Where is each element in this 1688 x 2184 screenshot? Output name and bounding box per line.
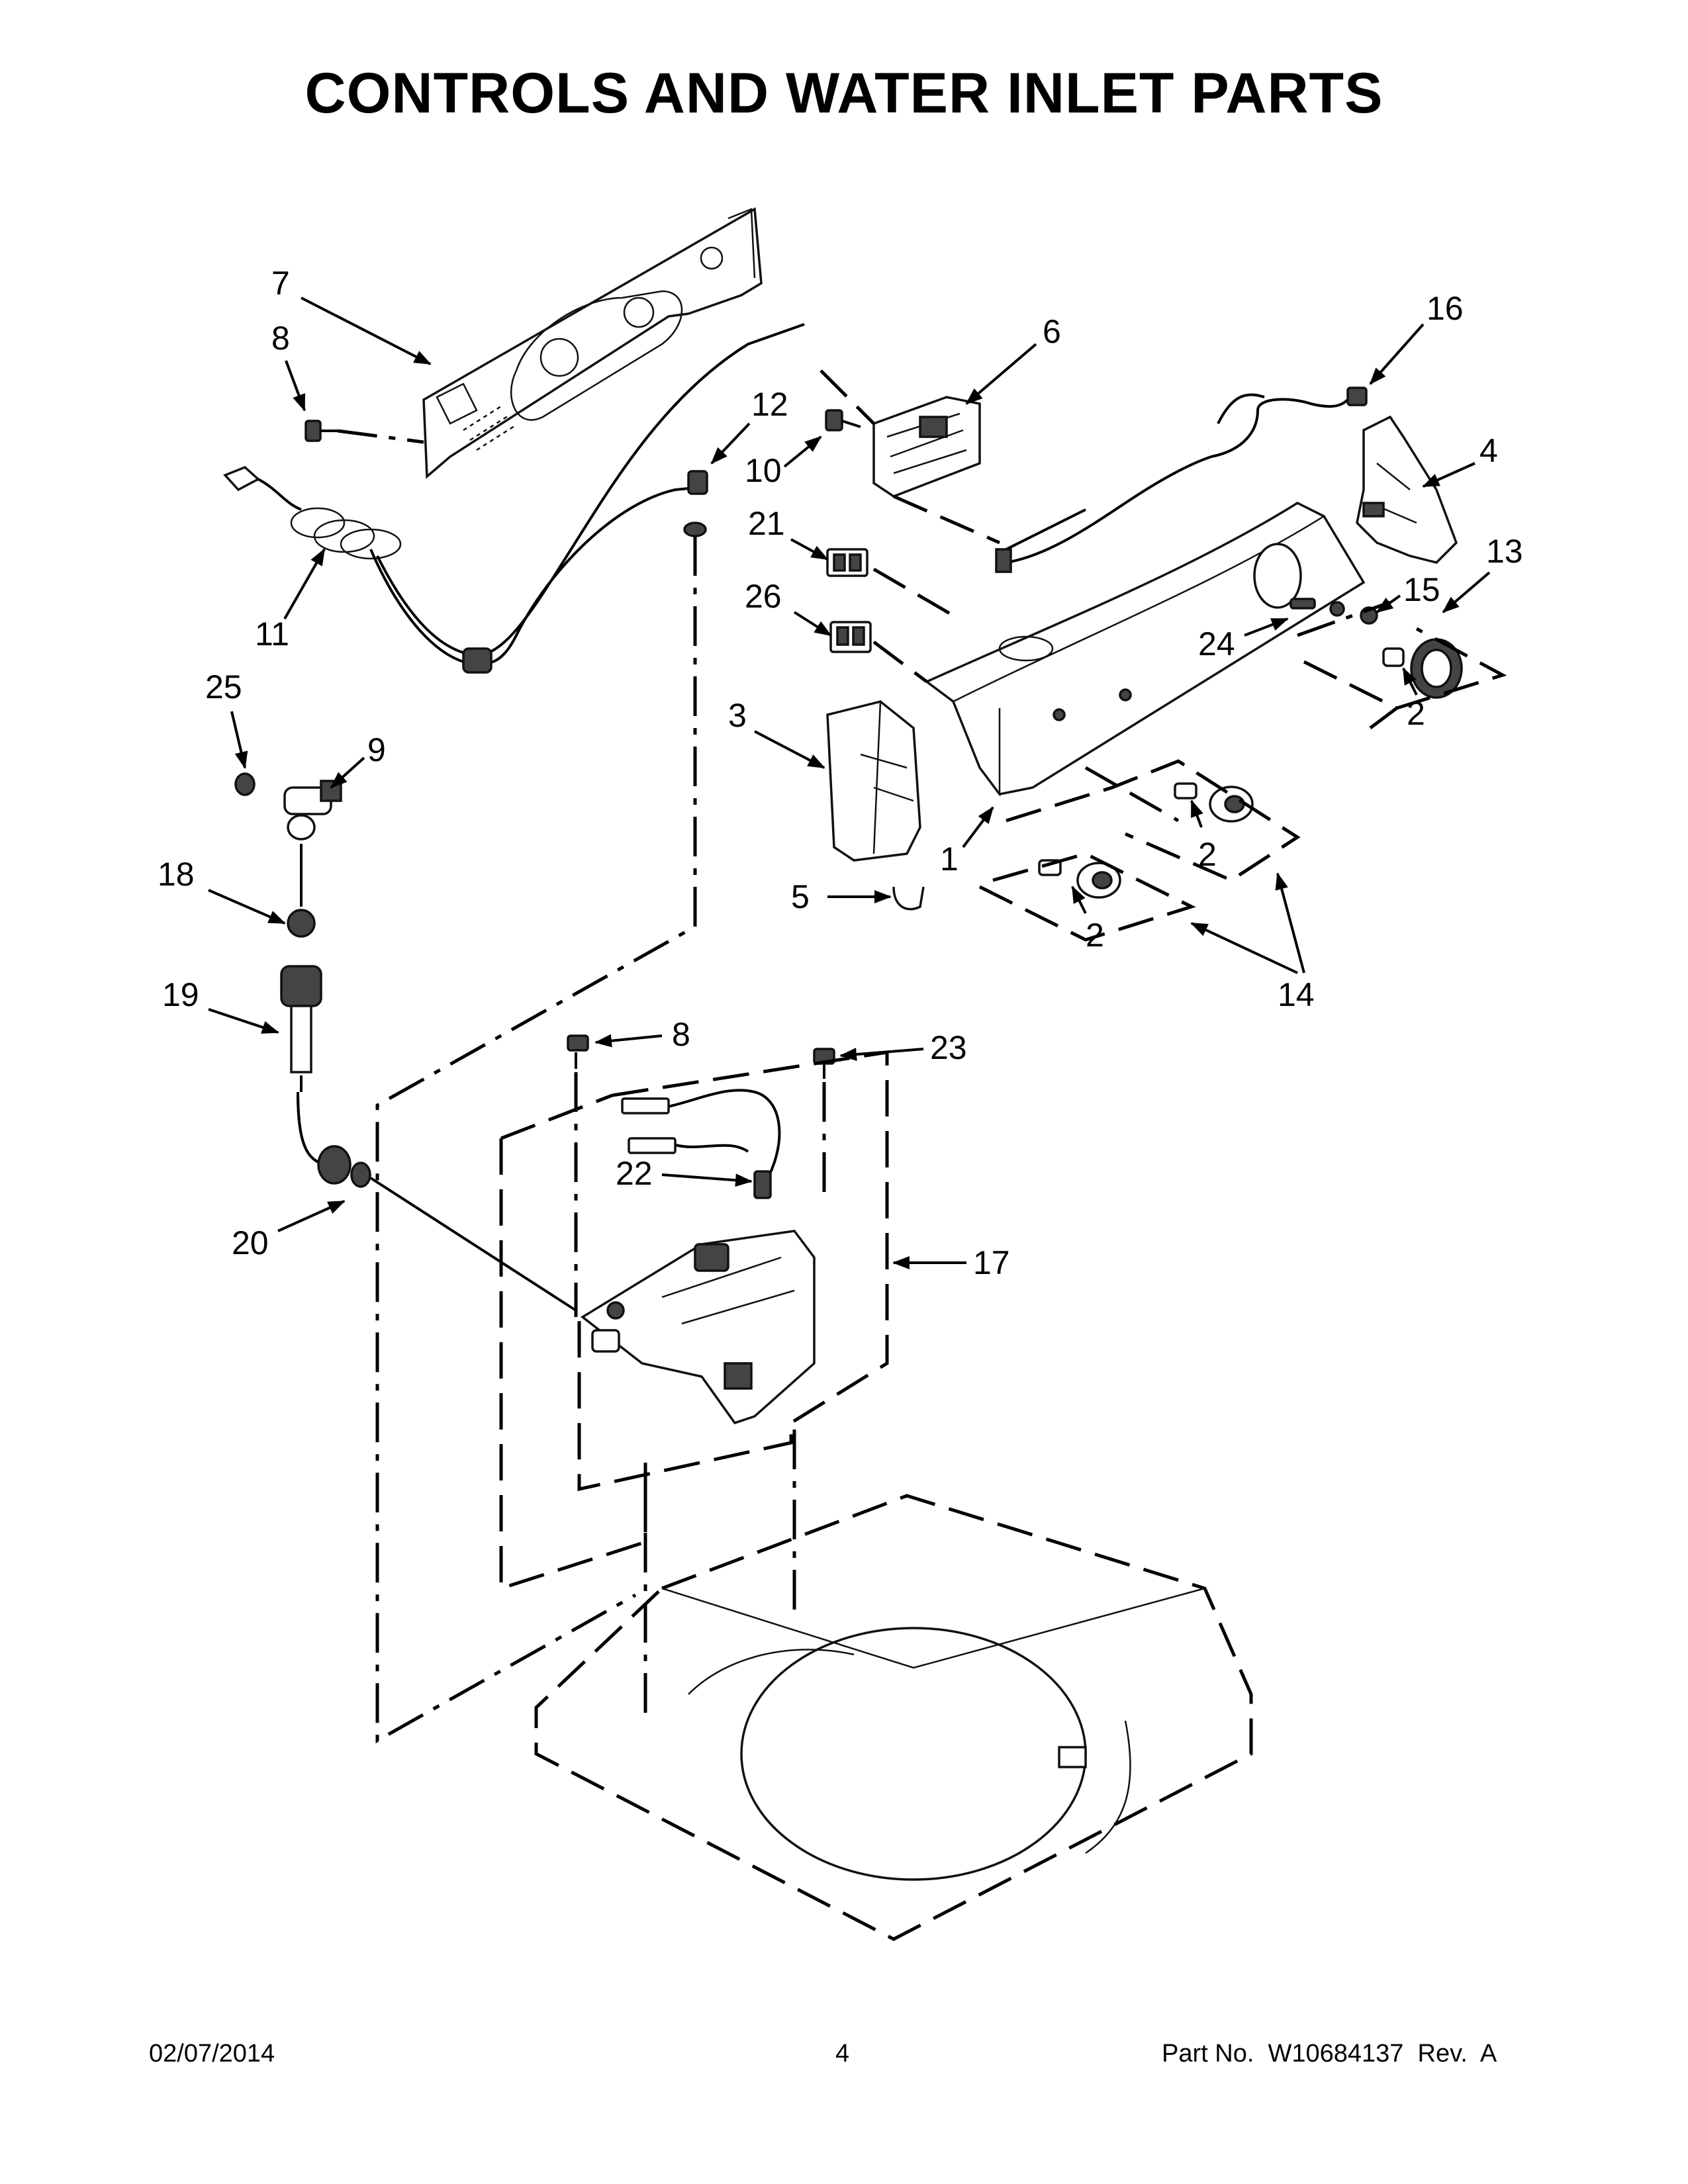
callout-11: 11 — [255, 615, 289, 653]
page-title: CONTROLS AND WATER INLET PARTS — [305, 62, 1383, 125]
switch-part-21 — [826, 548, 868, 577]
inlet-hose-part — [223, 323, 805, 674]
callout-1: 1 — [940, 841, 959, 878]
callout-6: 6 — [1043, 313, 1061, 350]
valve-harness-part-22 — [621, 1089, 781, 1199]
callout-21: 21 — [748, 505, 785, 542]
callout-7: 7 — [271, 265, 290, 302]
footer-part-number: Part No. W10684137 Rev. A — [1162, 2040, 1497, 2068]
callout-17: 17 — [973, 1244, 1010, 1281]
callout-2-top-right: 2 — [1407, 695, 1425, 732]
control-board-part — [872, 396, 981, 498]
callout-12: 12 — [751, 386, 788, 423]
callout-3: 3 — [728, 697, 747, 734]
console-panel-part — [924, 501, 1366, 797]
callout-22: 22 — [616, 1155, 653, 1192]
washer-top-cover-part — [534, 1494, 1253, 1941]
switch-part-26 — [829, 621, 872, 653]
screw-part-8-upper — [305, 420, 338, 442]
clip-part-5 — [892, 886, 925, 911]
callout-13: 13 — [1486, 533, 1523, 570]
callout-5: 5 — [791, 878, 810, 915]
hose-elbow-part-20 — [297, 1091, 371, 1188]
inlet-screen-part-18 — [287, 909, 316, 938]
callout-10: 10 — [745, 452, 782, 489]
callout-18: 18 — [158, 856, 195, 893]
console-rear-panel-part — [422, 207, 763, 479]
callout-8-lower: 8 — [672, 1016, 690, 1053]
hose-end-part-19 — [280, 965, 322, 1073]
callout-14: 14 — [1278, 976, 1315, 1013]
callout-24: 24 — [1198, 625, 1235, 662]
screw-part-8-lower — [567, 1034, 589, 1069]
callout-25: 25 — [205, 668, 242, 705]
callout-19: 19 — [162, 976, 199, 1013]
footer-page-number: 4 — [835, 2040, 850, 2068]
wire-harness-part — [995, 387, 1368, 573]
footer-date: 02/07/2014 — [149, 2040, 275, 2068]
screw-part-10 — [825, 409, 861, 432]
callout-2-middle: 2 — [1198, 836, 1217, 873]
callout-23: 23 — [930, 1029, 967, 1066]
valve-fitting-part-9 — [234, 772, 342, 841]
knob-lower-right — [1174, 782, 1254, 823]
console-end-cap-part — [1356, 415, 1458, 564]
callout-20: 20 — [232, 1224, 269, 1261]
knob-lower-left — [1038, 859, 1121, 899]
callout-4: 4 — [1479, 432, 1498, 469]
callout-2-lower: 2 — [1086, 917, 1104, 954]
callout-9: 9 — [367, 731, 386, 768]
callout-26: 26 — [745, 578, 782, 615]
callout-16: 16 — [1427, 290, 1464, 327]
knob-part-13 — [1382, 638, 1463, 699]
screw-part-12 — [683, 470, 708, 537]
console-end-cover-part — [826, 700, 921, 862]
callout-15: 15 — [1403, 571, 1440, 608]
callout-8-upper: 8 — [271, 320, 290, 357]
water-valve-part-17 — [580, 1230, 816, 1425]
